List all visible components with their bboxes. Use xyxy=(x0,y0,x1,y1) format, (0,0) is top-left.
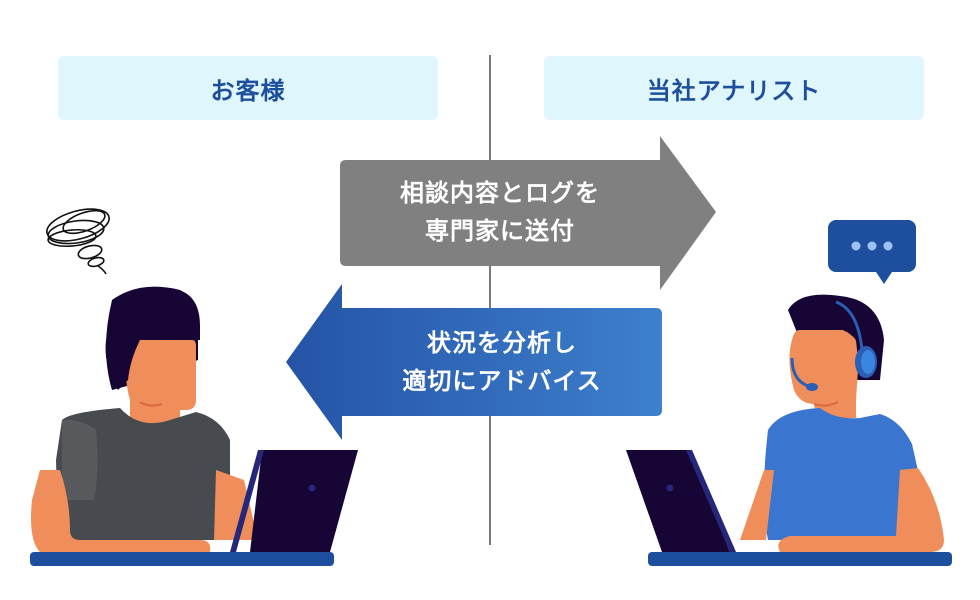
advise-arrow-line2: 適切にアドバイス xyxy=(402,367,602,395)
customer-shirt xyxy=(56,408,230,540)
analyst-shirt xyxy=(764,408,920,540)
center-divider xyxy=(489,55,491,545)
customer-header-label: お客様 xyxy=(210,76,286,105)
analyst-header-label: 当社アナリスト xyxy=(646,76,822,105)
advise-arrow-line1: 状況を分析し xyxy=(427,329,577,357)
customer-arm-right xyxy=(214,470,258,540)
analyst-arm-right xyxy=(778,468,944,552)
customer-arm-left xyxy=(31,470,211,552)
send-arrow-line1: 相談内容とログを xyxy=(400,179,600,207)
analyst-face xyxy=(789,330,859,418)
analyst-arm-left xyxy=(740,470,774,540)
customer-desk xyxy=(30,552,334,566)
analyst-header: 当社アナリスト xyxy=(544,56,924,120)
send-arrow-line2: 専門家に送付 xyxy=(425,217,575,245)
analyst-desk xyxy=(648,552,952,566)
advise-arrow-label: 状況を分析し 適切にアドバイス xyxy=(342,324,662,400)
analyst-laptop xyxy=(626,450,730,552)
customer-header: お客様 xyxy=(58,56,438,120)
send-arrow-label: 相談内容とログを 専門家に送付 xyxy=(340,174,660,250)
customer-laptop xyxy=(250,450,358,552)
speech-bubble-ellipsis-icon xyxy=(828,220,916,284)
analyst-headset xyxy=(835,300,864,351)
scribble-confusion-icon xyxy=(46,208,110,275)
